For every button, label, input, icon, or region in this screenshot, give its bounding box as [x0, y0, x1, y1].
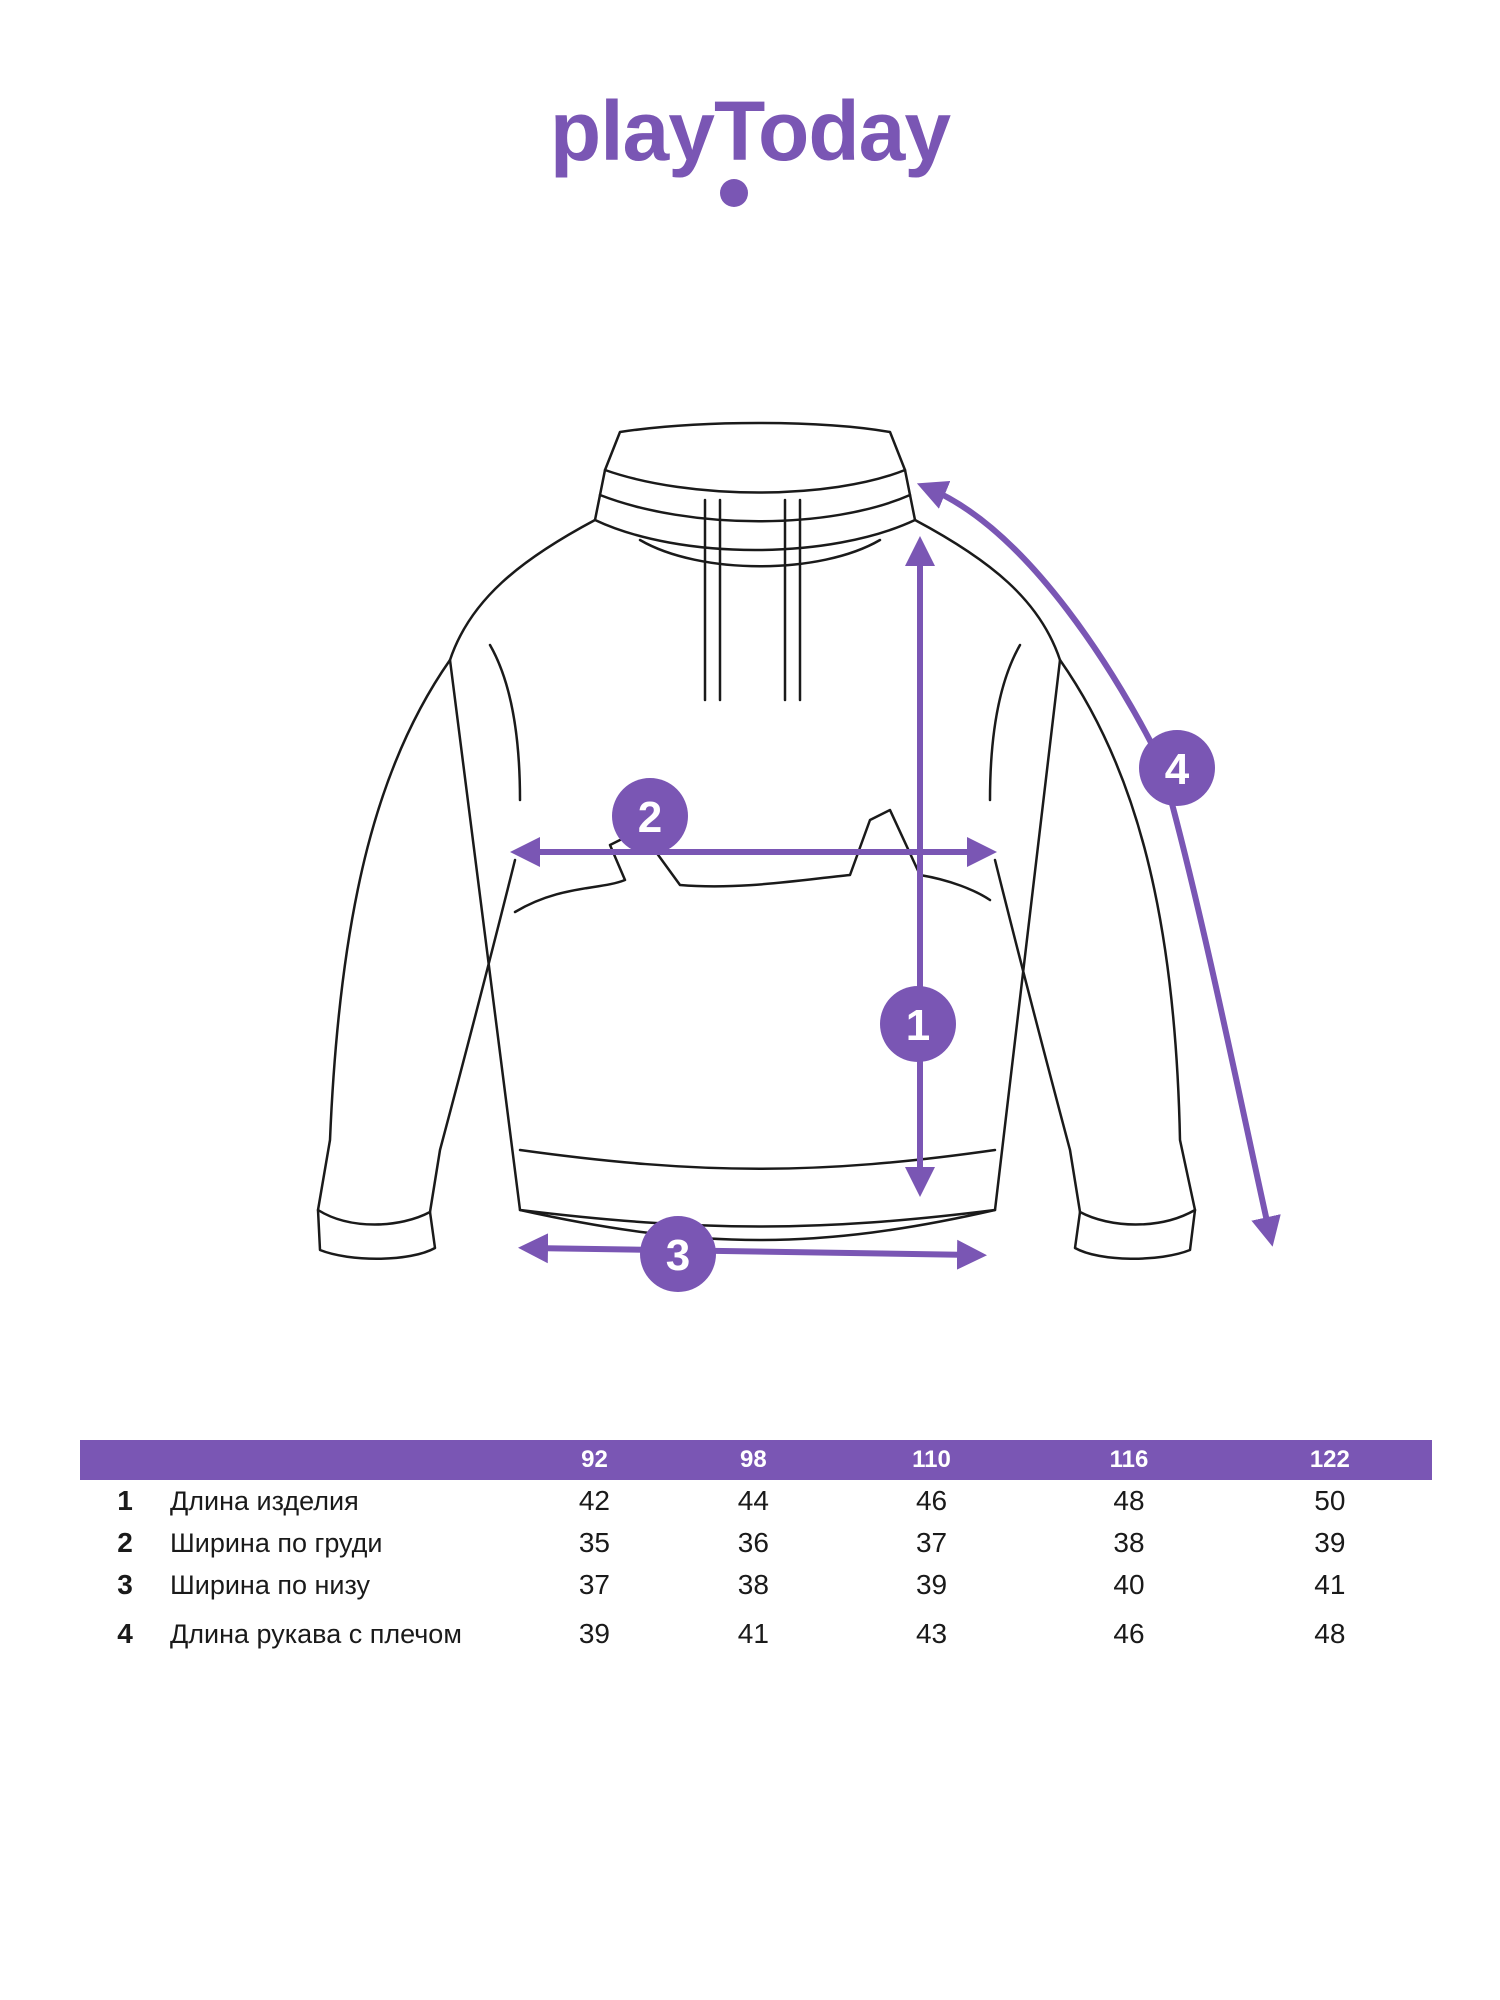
svg-text:4: 4 [1165, 745, 1190, 794]
row-label: Длина рукава с плечом [170, 1618, 462, 1649]
table-cell: 39 [1314, 1527, 1346, 1558]
table-cell: 36 [737, 1527, 769, 1558]
table-cell: 41 [737, 1618, 769, 1649]
measurement-arrows [510, 481, 1281, 1270]
row-number: 4 [117, 1618, 133, 1649]
table-cell: 38 [737, 1569, 769, 1600]
row-number: 1 [117, 1485, 133, 1516]
size-chart-table: 92 98 110 116 122 1 Длина изделия 42 44 … [80, 1440, 1432, 1662]
table-row: 3 Ширина по низу 37 38 39 40 41 [80, 1564, 1432, 1606]
size-header-cell: 122 [1309, 1446, 1350, 1473]
logo-text: playToday [550, 90, 951, 178]
header-blank-label [170, 1440, 515, 1480]
table-cell: 42 [578, 1485, 611, 1516]
table-cell: 41 [1314, 1569, 1346, 1600]
row-label: Длина изделия [170, 1485, 359, 1516]
table-cell: 46 [1113, 1618, 1145, 1649]
svg-text:2: 2 [638, 793, 662, 842]
table-cell: 48 [1113, 1485, 1145, 1516]
size-header-row: 92 98 110 116 122 [80, 1440, 1432, 1480]
size-header-cell: 92 [581, 1446, 608, 1473]
header-blank [80, 1440, 170, 1480]
measurement-markers: 1 2 3 4 [612, 730, 1215, 1292]
marker-1: 1 [880, 986, 956, 1062]
table-cell: 48 [1314, 1618, 1346, 1649]
table-row: 1 Длина изделия 42 44 46 48 50 [80, 1480, 1432, 1522]
table-cell: 39 [578, 1618, 611, 1649]
size-header-cell: 116 [1109, 1446, 1149, 1473]
table-cell: 40 [1113, 1569, 1145, 1600]
table-cell: 50 [1314, 1485, 1346, 1516]
row-label: Ширина по низу [170, 1569, 371, 1600]
table-row: 2 Ширина по груди 35 36 37 38 39 [80, 1522, 1432, 1564]
svg-text:1: 1 [906, 1001, 930, 1050]
table-cell: 37 [578, 1569, 611, 1600]
table-cell: 38 [1113, 1527, 1145, 1558]
table-cell: 43 [915, 1618, 948, 1649]
row-number: 2 [117, 1527, 133, 1558]
row-number: 3 [117, 1569, 133, 1600]
marker-2: 2 [612, 778, 688, 854]
row-label: Ширина по груди [170, 1527, 383, 1558]
garment-outline [316, 421, 1197, 1260]
marker-4: 4 [1139, 730, 1215, 806]
table-cell: 39 [915, 1569, 948, 1600]
table-cell: 35 [578, 1527, 611, 1558]
marker-3: 3 [640, 1216, 716, 1292]
table-cell: 44 [737, 1485, 769, 1516]
brand-logo: playToday [550, 90, 952, 207]
sweatshirt-diagram: 1 2 3 4 [316, 421, 1281, 1292]
size-header-cell: 98 [739, 1446, 767, 1473]
table-cell: 46 [915, 1485, 948, 1516]
table-row: 4 Длина рукава с плечом 39 41 43 46 48 [80, 1606, 1432, 1662]
logo-dot-icon [720, 179, 748, 207]
size-header-cell: 110 [912, 1446, 951, 1473]
table-cell: 37 [915, 1527, 948, 1558]
svg-text:3: 3 [666, 1231, 690, 1280]
